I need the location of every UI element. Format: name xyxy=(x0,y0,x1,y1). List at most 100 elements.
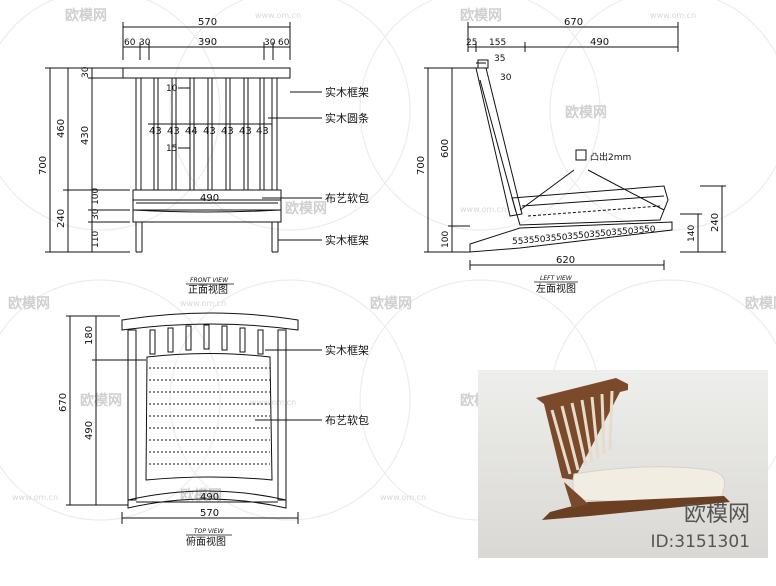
front-height-base: 110 xyxy=(91,231,101,248)
front-slat-spacing: 44 xyxy=(185,126,198,137)
top-view xyxy=(66,312,322,524)
front-slats xyxy=(153,78,265,190)
watermark-brand: 欧模网 xyxy=(65,7,107,24)
svg-text:35: 35 xyxy=(523,236,534,246)
top-cushion-stitches xyxy=(149,367,270,465)
svg-text:35: 35 xyxy=(611,228,622,238)
watermark-brand: 欧模网 xyxy=(460,7,502,24)
front-width-part: 60 xyxy=(278,38,290,48)
watermark-url: www.om.cn xyxy=(255,11,301,20)
front-label: 实木框架 xyxy=(325,85,369,99)
top-slats xyxy=(149,324,264,355)
left-height-base: 100 xyxy=(441,231,451,248)
front-slat-width: 15 xyxy=(166,144,177,154)
front-height-seat: 100 xyxy=(91,188,101,205)
watermark-brand: 欧模网 xyxy=(80,392,122,409)
front-height-top: 30 xyxy=(81,66,91,78)
svg-text:50: 50 xyxy=(644,225,656,235)
left-width-part: 155 xyxy=(489,38,506,48)
top-front-rail xyxy=(127,490,287,509)
front-slat-spacing: 43 xyxy=(149,126,162,137)
top-label: 布艺软包 xyxy=(325,413,369,427)
svg-text:35: 35 xyxy=(567,232,578,242)
product-photo: 欧模网 ID:3151301 xyxy=(478,370,768,558)
left-view-title-en: LEFT VIEW xyxy=(540,275,573,282)
svg-text:50: 50 xyxy=(578,231,590,241)
front-view-title-cn: 正面视图 xyxy=(188,283,228,296)
left-view-text: 670 25 155 490 35 30 700 600 100 240 140… xyxy=(416,17,721,295)
top-height-total: 670 xyxy=(58,393,69,412)
watermark-url: www.om.cn xyxy=(460,205,506,214)
left-width-total: 670 xyxy=(564,17,583,28)
svg-text:35: 35 xyxy=(633,226,644,236)
front-slat-spacing: 43 xyxy=(256,126,269,137)
left-top-dim: 35 xyxy=(494,54,505,64)
front-slat-spacing: 43 xyxy=(167,126,180,137)
front-slat-gap: 10 xyxy=(166,84,178,94)
watermark-url: www.om.cn xyxy=(380,493,426,502)
top-label: 实木框架 xyxy=(325,343,369,357)
top-outer-width: 570 xyxy=(200,508,219,519)
front-height-total: 700 xyxy=(38,156,49,175)
top-back-rail xyxy=(121,312,299,331)
watermark-brand: 欧模网 xyxy=(285,200,327,217)
front-label: 布艺软包 xyxy=(325,191,369,205)
watermark-url: www.om.cn xyxy=(12,493,58,502)
watermark-brand: 欧模网 xyxy=(745,295,776,312)
left-callout: 凸出2mm xyxy=(590,151,631,163)
front-height-gap: 30 xyxy=(91,208,101,220)
photo-brand: 欧模网 xyxy=(683,502,750,527)
svg-text:50: 50 xyxy=(600,229,612,239)
left-width-part: 490 xyxy=(590,37,609,48)
front-view-title-en: FRONT VIEW xyxy=(190,277,229,284)
left-base-spacings: 55 35 50 35 50 35 50 35 50 35 50 35 50 xyxy=(512,225,656,247)
watermark-url: www.om.cn xyxy=(650,11,696,20)
svg-text:55: 55 xyxy=(512,237,523,247)
front-label: 实木圆条 xyxy=(325,111,369,125)
front-height-upper: 460 xyxy=(56,119,67,138)
front-slat-spacing: 43 xyxy=(203,126,216,137)
front-view-text: 570 60 30 390 30 60 700 460 240 30 430 1… xyxy=(38,17,369,296)
front-base-frame xyxy=(132,209,282,223)
watermark-url: www.om.cn xyxy=(180,299,226,308)
front-slat-spacing: 43 xyxy=(239,126,252,137)
top-view-title-cn: 俯面视图 xyxy=(186,535,226,548)
front-slat-spacing: 43 xyxy=(221,126,234,137)
front-width-part: 30 xyxy=(264,38,276,48)
front-top-rail xyxy=(122,67,291,79)
front-seat-width: 490 xyxy=(200,193,219,204)
left-right-height: 240 xyxy=(710,213,721,232)
top-height-back: 180 xyxy=(84,326,95,345)
photo-id: ID:3151301 xyxy=(650,532,750,552)
left-view-title-cn: 左面视图 xyxy=(536,282,576,295)
left-right-base: 140 xyxy=(687,225,697,242)
watermark-brand: 欧模网 xyxy=(370,295,412,312)
left-view xyxy=(424,22,726,270)
front-label: 实木框架 xyxy=(325,233,369,247)
watermark-url: www.om.cn xyxy=(250,398,296,407)
left-width-part: 25 xyxy=(466,38,477,48)
svg-text:35: 35 xyxy=(589,230,600,240)
front-view xyxy=(45,22,322,253)
watermark-brand: 欧模网 xyxy=(8,295,50,312)
svg-text:50: 50 xyxy=(622,227,634,237)
front-width-part: 390 xyxy=(198,37,217,48)
top-inner-width: 490 xyxy=(200,492,219,503)
left-height-total: 700 xyxy=(416,156,427,175)
left-base-width: 620 xyxy=(556,255,575,266)
svg-text:35: 35 xyxy=(545,234,556,244)
top-view-title-en: TOP VIEW xyxy=(194,528,225,535)
chair-illustration xyxy=(536,378,730,520)
svg-text:50: 50 xyxy=(534,235,546,245)
front-width-part: 60 xyxy=(124,38,136,48)
left-top-dim: 30 xyxy=(500,73,512,83)
top-seat-cushion xyxy=(145,353,273,481)
top-height-seat: 490 xyxy=(84,421,95,440)
front-width-total: 570 xyxy=(198,17,217,28)
front-height-lower: 240 xyxy=(56,209,67,228)
left-height-back: 600 xyxy=(440,139,451,158)
top-view-text: 670 180 490 490 570 实木框架 布艺软包 TOP VIEW 俯… xyxy=(58,326,369,548)
front-height-slats: 430 xyxy=(80,126,91,145)
